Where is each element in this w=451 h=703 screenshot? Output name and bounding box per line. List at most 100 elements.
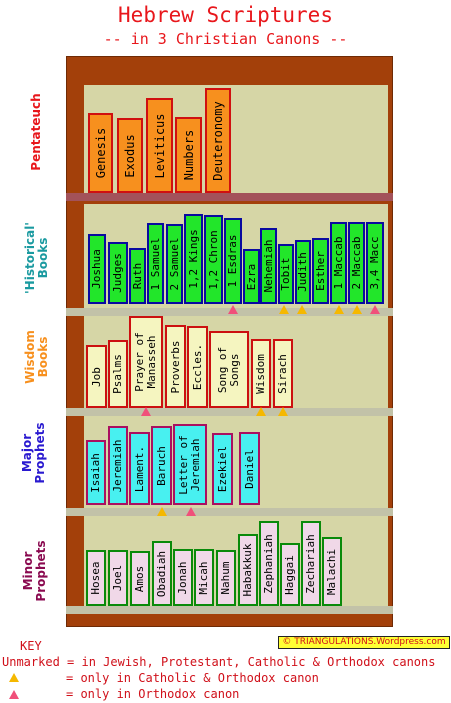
book-esther: Esther [312, 238, 329, 304]
catholic-orthodox-marker [352, 305, 362, 314]
key-catholic-orthodox: = only in Catholic & Orthodox canon [66, 671, 319, 685]
book-amos: Amos [130, 551, 150, 606]
book-label: 1,2 Chron [206, 229, 220, 290]
book-1-esdras: 1 Esdras [224, 218, 242, 304]
book-label: Amos [133, 565, 146, 592]
book-label: 2 Samuel [167, 237, 181, 291]
book-label: Malachi [325, 548, 338, 595]
book-label: Ezekiel [215, 445, 229, 493]
key-catholic-orthodox-marker [9, 673, 19, 682]
book-2-maccab: 2 Maccab [348, 222, 365, 304]
shelf-ledge-1 [66, 193, 393, 201]
book-label: Lament. [132, 445, 146, 492]
book-numbers: Numbers [175, 117, 202, 193]
book-3-4-macc: 3,4 Macc [366, 222, 384, 304]
book-label: Job [89, 366, 103, 387]
key-orthodox: = only in Orthodox canon [66, 687, 240, 701]
book-zephaniah: Zephaniah [259, 521, 279, 606]
book-baruch: Baruch [151, 426, 172, 505]
book-label: 3,4 Macc [368, 236, 381, 290]
book-judges: Judges [108, 242, 128, 304]
book-genesis: Genesis [88, 113, 113, 193]
book-ezra: Ezra [243, 249, 260, 304]
book-label: Nahum [219, 561, 232, 595]
shelf-ledge-3 [66, 408, 393, 416]
book-jeremiah: Jeremiah [108, 426, 128, 505]
book-2-samuel: 2 Samuel [166, 224, 183, 304]
book-label: Tobit [279, 257, 292, 291]
book-daniel: Daniel [239, 432, 260, 505]
book-malachi: Malachi [322, 537, 342, 606]
book-label: Zephaniah [262, 533, 275, 594]
catholic-orthodox-marker [279, 305, 289, 314]
book-wisdom: Wisdom [251, 339, 271, 408]
catholic-orthodox-marker [256, 407, 266, 416]
book-nahum: Nahum [216, 550, 236, 606]
book-job: Job [86, 345, 107, 408]
book-psalms: Psalms [108, 340, 128, 408]
book-label: Proverbs [168, 340, 182, 393]
shelf-ledge-4 [66, 508, 393, 516]
book-judith: Judith [295, 240, 311, 304]
book-label: Judges [111, 253, 124, 293]
book-label: Ruth [130, 262, 144, 290]
book-label: Judith [296, 252, 309, 292]
key-unmarked: Unmarked = in Jewish, Protestant, Cathol… [2, 655, 436, 669]
book-label: Genesis [93, 127, 108, 179]
book-label: Psalms [111, 354, 124, 394]
book-label: Sirach [276, 353, 289, 394]
book-label: Deuteronomy [211, 100, 225, 181]
book-isaiah: Isaiah [86, 440, 106, 505]
book-label: Wisdom [254, 353, 267, 394]
book-haggai: Haggai [280, 543, 300, 606]
book-joel: Joel [108, 550, 128, 606]
shelf-ledge-5 [66, 606, 393, 614]
book-label: Numbers [181, 129, 196, 181]
book-exodus: Exodus [117, 118, 143, 193]
book-label: 1 Maccab [331, 236, 345, 290]
book-leviticus: Leviticus [146, 98, 173, 193]
book-label: Nehemiah [261, 239, 275, 293]
book-1-samuel: 1 Samuel [147, 223, 164, 304]
book-label: Baruch [154, 445, 168, 486]
book-label: Eccles. [190, 343, 204, 391]
book-label: Isaiah [89, 452, 102, 493]
catholic-orthodox-marker [278, 407, 288, 416]
book-joshua: Joshua [88, 234, 106, 304]
book-label: Joel [111, 564, 124, 592]
credit-badge[interactable]: © TRIANGULATIONS.Wordpress.com [278, 636, 450, 649]
orthodox-marker [370, 305, 380, 314]
book-zechariah: Zechariah [301, 521, 321, 606]
orthodox-marker [186, 507, 196, 516]
book-label: 1 Esdras [226, 234, 239, 288]
book-habakkuk: Habakkuk [238, 534, 258, 606]
orthodox-marker [141, 407, 151, 416]
book-jonah: Jonah [173, 549, 193, 606]
book-label: Haggai [283, 554, 296, 595]
section-label-historical: 'Historical'Books [23, 222, 50, 294]
book-lament: Lament. [129, 432, 150, 505]
book-deuteronomy: Deuteronomy [205, 88, 231, 193]
book-nehemiah: Nehemiah [260, 228, 277, 304]
book-ezekiel: Ezekiel [212, 433, 233, 505]
catholic-orthodox-marker [334, 305, 344, 314]
key-orthodox-marker [9, 690, 19, 699]
book-proverbs: Proverbs [165, 325, 186, 408]
book-label: Daniel [242, 448, 256, 489]
subtitle: -- in 3 Christian Canons -- [103, 30, 348, 48]
book-label: 1,2 Kings [186, 229, 200, 289]
book-label: Zechariah [304, 533, 317, 594]
book-obadiah: Obadiah [152, 541, 172, 606]
book-label: 2 Maccab [349, 236, 363, 290]
book-label: Obadiah [155, 550, 168, 597]
book-1-maccab: 1 Maccab [330, 222, 347, 304]
book-label: Micah [197, 560, 210, 595]
book-label: Joshua [90, 249, 103, 289]
